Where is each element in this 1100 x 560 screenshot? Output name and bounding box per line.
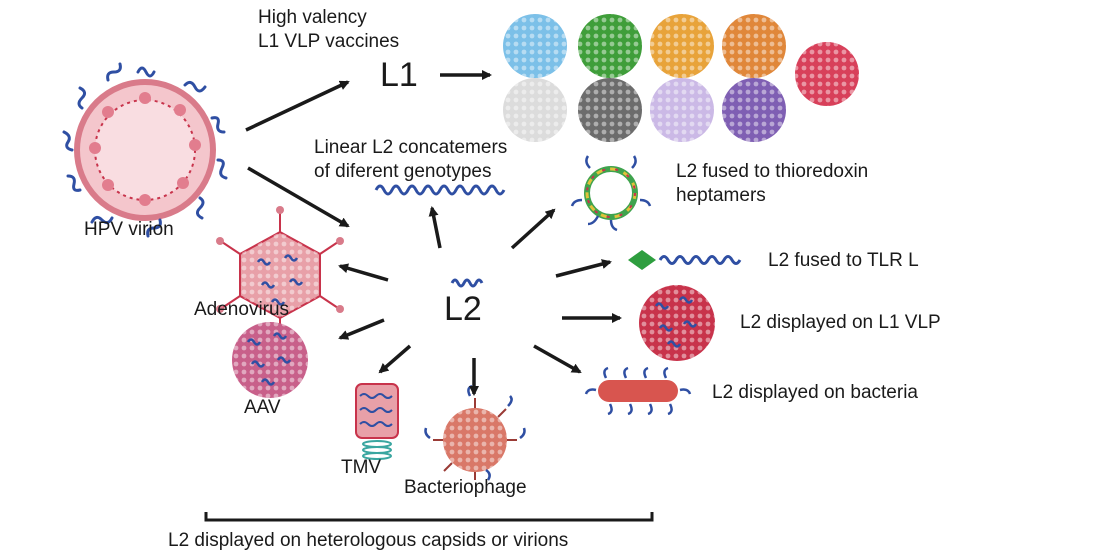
concatemers-label-line1: Linear L2 concatemers [314, 137, 508, 158]
heterologous-bracket [204, 512, 654, 522]
l2-label: L2 [444, 290, 482, 328]
l1-label: L1 [380, 56, 418, 94]
l2-concatemer-peptide-icon [374, 184, 506, 196]
hpv-virion-icon [62, 62, 228, 238]
tmv-label: TMV [341, 457, 382, 478]
heterologous-label: L2 displayed on heterologous capsids or … [168, 530, 569, 551]
aav-label: AAV [244, 397, 281, 418]
l1-vlp-vaccines-group [503, 14, 859, 142]
arrow-l2-to-tlr [555, 259, 612, 278]
l1-vaccines-label-line2: L1 VLP vaccines [258, 31, 400, 52]
adenovirus-label: Adenovirus [194, 299, 290, 320]
bacteriophage-label: Bacteriophage [404, 477, 527, 498]
l1-vaccines-label-line1: High valency [258, 7, 367, 28]
arrow-l2-to-adenovirus [338, 263, 389, 282]
tlr-fusion-label: L2 fused to TLR L [768, 250, 919, 271]
thioredoxin-label-line2: heptamers [676, 185, 766, 206]
arrow-hpv-to-l2 [247, 166, 350, 228]
hpv-virion-label: HPV virion [84, 219, 174, 240]
adenovirus-icon [216, 206, 344, 342]
arrow-l2-to-aav [338, 318, 385, 340]
thioredoxin-label-line1: L2 fused to thioredoxin [676, 161, 869, 182]
arrow-hpv-to-l1 [245, 80, 350, 132]
bacteriophage-icon [424, 384, 526, 481]
l2-peptide-icon [450, 278, 484, 288]
arrow-l2-to-concatemers [428, 206, 442, 249]
arrow-l2-to-thioredoxin [510, 208, 556, 250]
arrow-l2-to-bacteria [533, 344, 582, 374]
bacteria-icon [584, 366, 692, 416]
thioredoxin-heptamer-icon [570, 155, 652, 232]
tlr-ligand-fusion-icon [628, 250, 742, 270]
concatemers-label-line2: of diferent genotypes [314, 161, 492, 182]
l1-vlp-display-icon [639, 285, 715, 361]
bacteria-label: L2 displayed on bacteria [712, 382, 918, 403]
arrow-l2-to-tmv [378, 344, 412, 374]
tmv-icon [355, 383, 399, 460]
aav-icon [232, 322, 308, 398]
vlp-display-label: L2 displayed on L1 VLP [740, 312, 941, 333]
